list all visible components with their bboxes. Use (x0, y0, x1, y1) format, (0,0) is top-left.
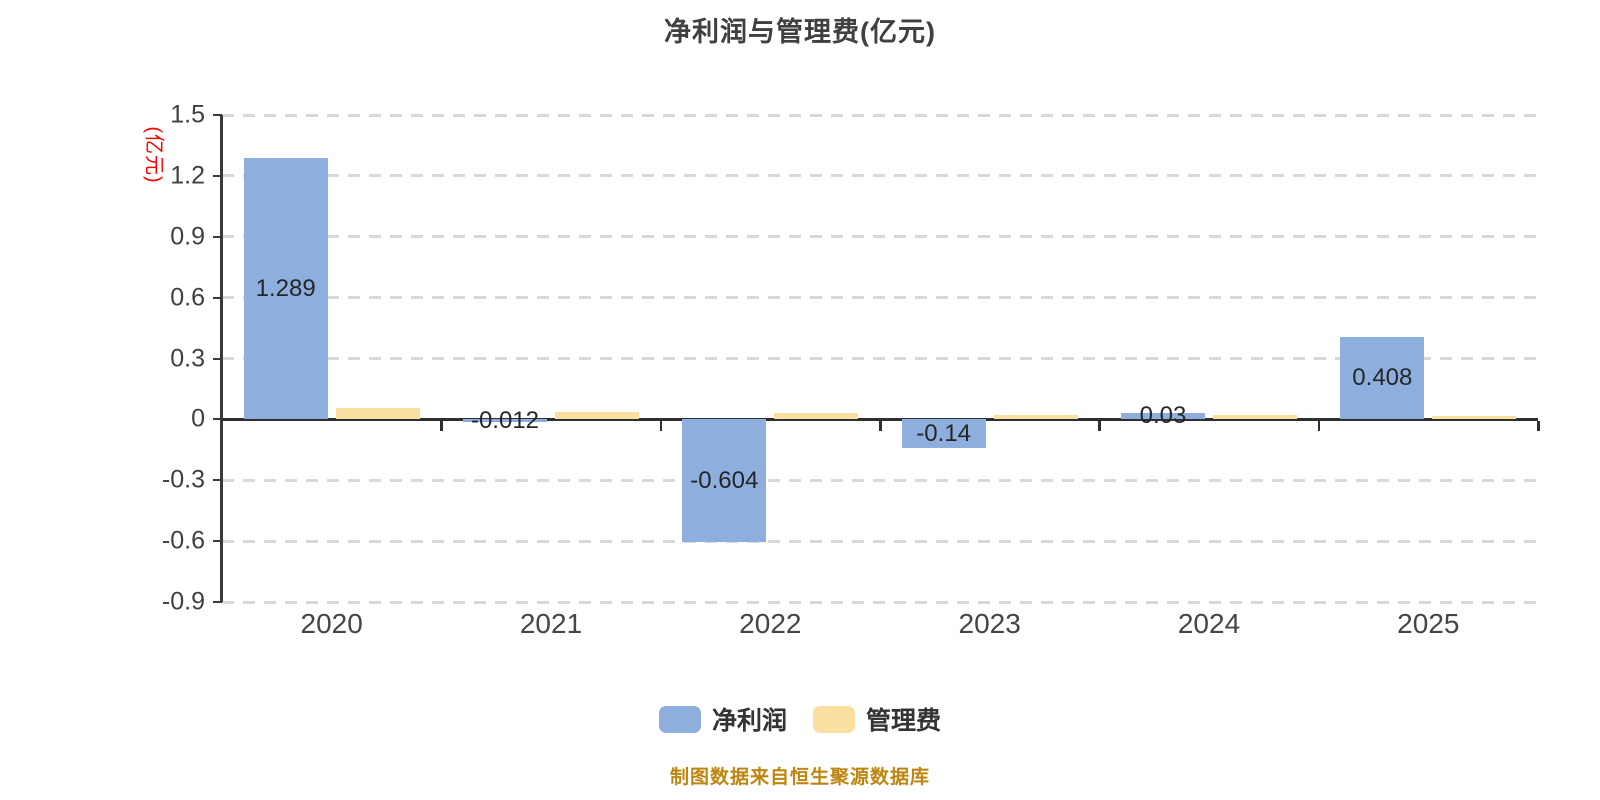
net-profit-legend-swatch (658, 705, 701, 733)
management-fee-bar-2022[interactable] (774, 413, 859, 420)
gridline (222, 235, 1538, 239)
x-axis-tick (879, 420, 882, 431)
net-profit-value-label: -0.604 (690, 466, 759, 494)
gridline (222, 478, 1538, 482)
management-fee-legend-label: 管理费 (866, 707, 942, 735)
x-axis-label-2020: 2020 (300, 608, 363, 639)
y-axis-tick-label: 0.3 (170, 344, 205, 372)
y-axis-tick (213, 479, 222, 482)
net-profit-bar-2022[interactable] (682, 419, 767, 542)
management-fee-bar-2020[interactable] (335, 408, 420, 420)
net-profit-bar-2024[interactable] (1121, 413, 1205, 420)
y-axis-tick (213, 296, 222, 299)
management-fee-bar-2023[interactable] (993, 415, 1078, 420)
y-axis-tick-label: 0.6 (170, 283, 205, 312)
management-fee-bar-2025[interactable] (1432, 416, 1517, 420)
y-axis-tick (213, 418, 222, 421)
legend-item-net-profit[interactable]: 净利润 (658, 701, 787, 737)
x-axis-label-2025: 2025 (1397, 608, 1460, 639)
net-profit-value-label: -0.14 (916, 419, 972, 447)
management-fee-bar-2024[interactable] (1213, 415, 1297, 420)
y-axis-tick-label: 1.2 (170, 161, 205, 190)
y-axis-tick-label: 1.5 (170, 100, 205, 129)
gridline (222, 539, 1538, 543)
x-axis-line (222, 417, 1538, 421)
legend: 净利润 管理费 (0, 701, 1600, 737)
y-axis-line (220, 115, 223, 602)
y-axis-tick (213, 235, 222, 238)
x-axis-tick (1537, 420, 1540, 431)
y-axis-tick-label: 0.9 (170, 222, 205, 251)
net-profit-value-label: -0.012 (470, 406, 540, 434)
y-axis-tick (213, 114, 222, 116)
gridline (222, 174, 1538, 178)
gridline (222, 357, 1538, 360)
y-axis-tick (213, 540, 222, 543)
gridline (222, 296, 1538, 300)
net-profit-legend-label: 净利润 (711, 707, 787, 735)
y-axis-tick-label: 0 (191, 404, 205, 433)
net-profit-bar-2025[interactable] (1340, 336, 1425, 420)
net-profit-value-label: 0.03 (1139, 402, 1187, 430)
x-axis-label-2021: 2021 (519, 608, 583, 639)
management-fee-legend-swatch (813, 705, 855, 733)
net-profit-value-label: 0.408 (1352, 363, 1413, 391)
x-axis-tick (1098, 420, 1101, 431)
y-axis-tick (213, 174, 222, 177)
management-fee-bar-2021[interactable] (555, 412, 639, 420)
x-axis-tick (659, 420, 663, 431)
x-axis-tick (440, 420, 443, 431)
y-axis-tick-label: -0.6 (161, 526, 205, 555)
net-profit-bar-2023[interactable] (901, 419, 986, 448)
legend-item-management-fee[interactable]: 管理费 (813, 701, 941, 737)
chart-title: 净利润与管理费(亿元) (664, 17, 936, 47)
y-axis-tick (213, 357, 222, 360)
y-axis-tick (213, 601, 222, 603)
y-axis-tick-label: -0.3 (161, 465, 205, 494)
x-axis-label-2024: 2024 (1177, 608, 1241, 639)
x-axis-label-2022: 2022 (739, 608, 802, 639)
x-axis-tick (1317, 420, 1321, 431)
net-profit-bar-2021[interactable] (463, 419, 547, 422)
y-axis-tick-label: -0.9 (161, 587, 205, 616)
data-source-caption: 制图数据来自恒生聚源数据库 (669, 767, 930, 788)
gridline (222, 113, 1538, 117)
net-profit-value-label: 1.289 (255, 274, 316, 302)
gridline (222, 600, 1538, 604)
x-axis-label-2023: 2023 (958, 608, 1021, 639)
net-profit-bar-2020[interactable] (243, 157, 328, 420)
